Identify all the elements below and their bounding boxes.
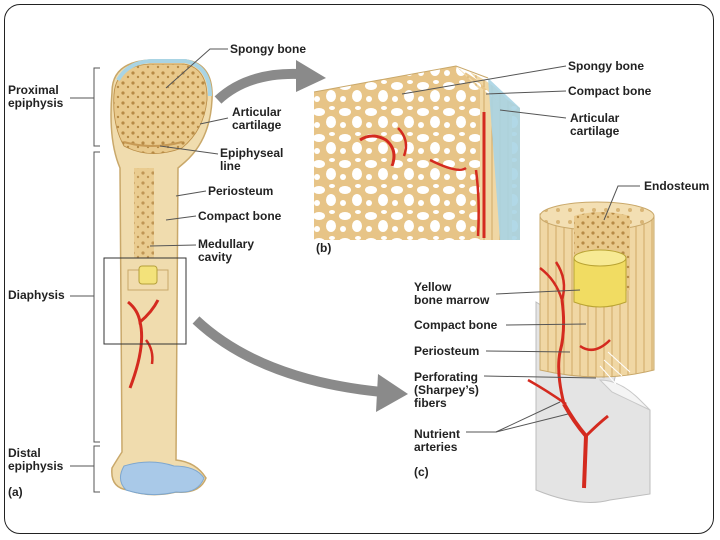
zoom-arrow-top [214, 60, 326, 104]
label-medullary-cavity: Medullary cavity [198, 237, 255, 264]
diaphysis-section [527, 201, 655, 503]
panel-a-label: (a) [8, 485, 23, 499]
region-brackets [70, 67, 100, 493]
label-c-periosteum: Periosteum [414, 344, 480, 358]
label-yellow-bone-marrow: Yellow bone marrow [414, 280, 490, 307]
long-bone [103, 59, 213, 496]
panel-c-label: (c) [414, 465, 429, 479]
label-proximal-epiphysis: Proximal epiphysis [8, 83, 64, 110]
label-a-articular-cartilage: Articular cartilage [232, 105, 282, 132]
label-b-compact-bone: Compact bone [568, 84, 652, 98]
label-epiphyseal-line: Epiphyseal line [220, 146, 284, 173]
label-b-articular-cartilage: Articular cartilage [570, 111, 620, 138]
label-endosteum: Endosteum [644, 179, 710, 193]
epiphysis-section [313, 65, 520, 240]
label-b-spongy-bone: Spongy bone [568, 59, 644, 73]
label-nutrient-arteries: Nutrient arteries [414, 427, 460, 454]
label-perforating-fibers: Perforating (Sharpey’s) fibers [414, 370, 479, 410]
leader-lines-b [401, 65, 567, 119]
label-diaphysis: Diaphysis [8, 288, 65, 302]
label-a-spongy-bone: Spongy bone [230, 42, 306, 56]
label-a-compact-bone: Compact bone [198, 209, 282, 223]
panel-b-label: (b) [316, 241, 332, 255]
leader-lines-c [466, 185, 640, 433]
label-a-periosteum: Periosteum [208, 184, 274, 198]
zoom-arrow-bottom [192, 316, 408, 412]
label-distal-epiphysis: Distal epiphysis [8, 446, 64, 473]
label-c-compact-bone: Compact bone [414, 318, 498, 332]
leader-lines-a [149, 48, 229, 247]
